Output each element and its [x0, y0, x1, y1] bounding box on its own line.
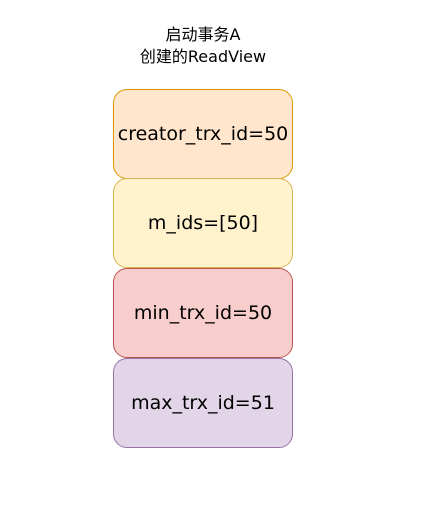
field-label: max_trx_id=51 [131, 392, 275, 414]
caption-line-2: 创建的ReadView [139, 47, 267, 66]
field-label: creator_trx_id=50 [117, 123, 289, 145]
field-label: min_trx_id=50 [133, 302, 273, 324]
field-min-trx-id: min_trx_id=50 [113, 268, 293, 358]
readview-caption: 启动事务A 创建的ReadView [103, 24, 303, 68]
caption-line-1: 启动事务A [165, 25, 241, 44]
field-max-trx-id: max_trx_id=51 [113, 358, 293, 448]
field-m-ids: m_ids=[50] [113, 178, 293, 268]
field-creator-trx-id: creator_trx_id=50 [113, 89, 293, 179]
field-label: m_ids=[50] [147, 212, 259, 234]
